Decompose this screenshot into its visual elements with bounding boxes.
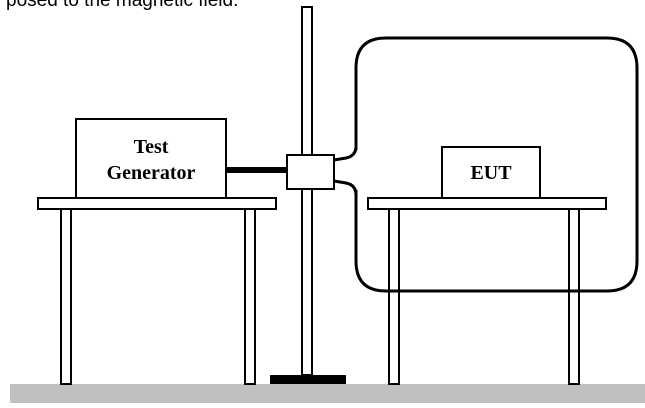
stand-base	[270, 375, 346, 384]
ground-plane	[10, 384, 645, 403]
eut-box	[441, 146, 541, 199]
caption-text: posed to the magnetic field.	[6, 0, 239, 11]
right-table-leg-right	[568, 208, 580, 385]
loop-lead-top	[333, 145, 358, 162]
test-generator-label-line1: Test	[134, 136, 169, 158]
induction-loop	[354, 36, 639, 293]
left-table	[37, 197, 277, 385]
stand-pole	[301, 6, 313, 376]
right-table-leg-left	[388, 208, 400, 385]
eut: EUT	[441, 146, 541, 199]
generator-cable	[225, 167, 287, 173]
connector-box	[286, 154, 335, 190]
test-generator: Test Generator	[75, 118, 227, 199]
left-table-leg-left	[60, 208, 72, 385]
eut-label: EUT	[470, 162, 512, 184]
left-table-top	[37, 197, 277, 210]
test-generator-box	[75, 118, 227, 199]
right-table-top	[367, 197, 607, 210]
test-generator-label-line2: Generator	[107, 162, 196, 184]
left-table-leg-right	[244, 208, 256, 385]
loop-lead-bottom	[333, 179, 358, 196]
stand	[270, 6, 346, 384]
